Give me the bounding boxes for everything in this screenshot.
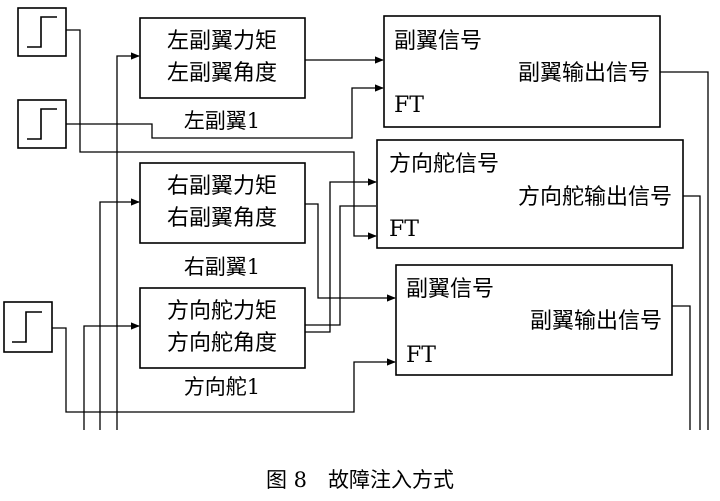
right-aileron-block[interactable]: 右副翼力矩 右副翼角度 (139, 162, 306, 244)
step-source-1[interactable] (17, 7, 67, 57)
step-source-3[interactable] (3, 301, 53, 353)
fault-block-output-port: 副翼输出信号 (530, 309, 662, 334)
fault-block-output-port: 方向舵输出信号 (518, 185, 672, 210)
wire-rudder-to-rudder-fault-2 (305, 205, 376, 326)
step-icon (27, 16, 57, 48)
left-aileron-angle-port: 左副翼角度 (167, 61, 277, 86)
fault-block-ft-port: FT (406, 343, 436, 368)
fault-block-input-port: 副翼信号 (406, 277, 494, 302)
fault-block-input-port: 副翼信号 (394, 29, 482, 54)
wire-step3-ft-bottom (52, 327, 396, 413)
step-icon (12, 311, 42, 343)
figure-caption: 图 8 故障注入方式 (266, 468, 454, 492)
fault-block-rudder[interactable]: 方向舵信号 方向舵输出信号 FT (376, 139, 684, 249)
wire-feedback-right-aileron (99, 198, 140, 430)
wire-step1-ft-rudder (66, 29, 377, 240)
right-aileron-angle-port: 右副翼角度 (167, 206, 277, 231)
wire-rudder-output-return (683, 195, 701, 430)
wire-step2-ft-top (66, 84, 384, 139)
wire-bottom-output-return (672, 305, 691, 430)
right-aileron-label: 右副翼1 (184, 255, 260, 279)
left-aileron-torque-port: 左副翼力矩 (167, 29, 277, 54)
rudder-block[interactable]: 方向舵力矩 方向舵角度 (139, 287, 306, 369)
wire-right-aileron-to-bottom (305, 203, 396, 302)
left-aileron-block[interactable]: 左副翼力矩 左副翼角度 (139, 17, 306, 99)
fault-block-ft-port: FT (389, 217, 419, 242)
rudder-label: 方向舵1 (184, 375, 260, 399)
fault-block-ft-port: FT (394, 93, 424, 118)
fault-block-input-port: 方向舵信号 (389, 152, 499, 177)
rudder-angle-port: 方向舵角度 (167, 331, 277, 356)
fault-block-aileron-top[interactable]: 副翼信号 副翼输出信号 FT (383, 15, 661, 128)
wire-top-output-return (660, 71, 709, 430)
step-icon (27, 108, 57, 140)
right-aileron-torque-port: 右副翼力矩 (167, 174, 277, 199)
wire-feedback-rudder (83, 322, 140, 430)
fault-block-output-port: 副翼输出信号 (518, 61, 650, 86)
wire-rudder-to-rudder-fault (305, 178, 377, 333)
signal-wires (52, 29, 709, 430)
step-source-2[interactable] (17, 99, 67, 149)
left-aileron-label: 左副翼1 (184, 109, 260, 133)
rudder-torque-port: 方向舵力矩 (167, 299, 277, 324)
fault-block-aileron-bottom[interactable]: 副翼信号 副翼输出信号 FT (395, 264, 673, 376)
wire-feedback-left-aileron (116, 52, 140, 430)
